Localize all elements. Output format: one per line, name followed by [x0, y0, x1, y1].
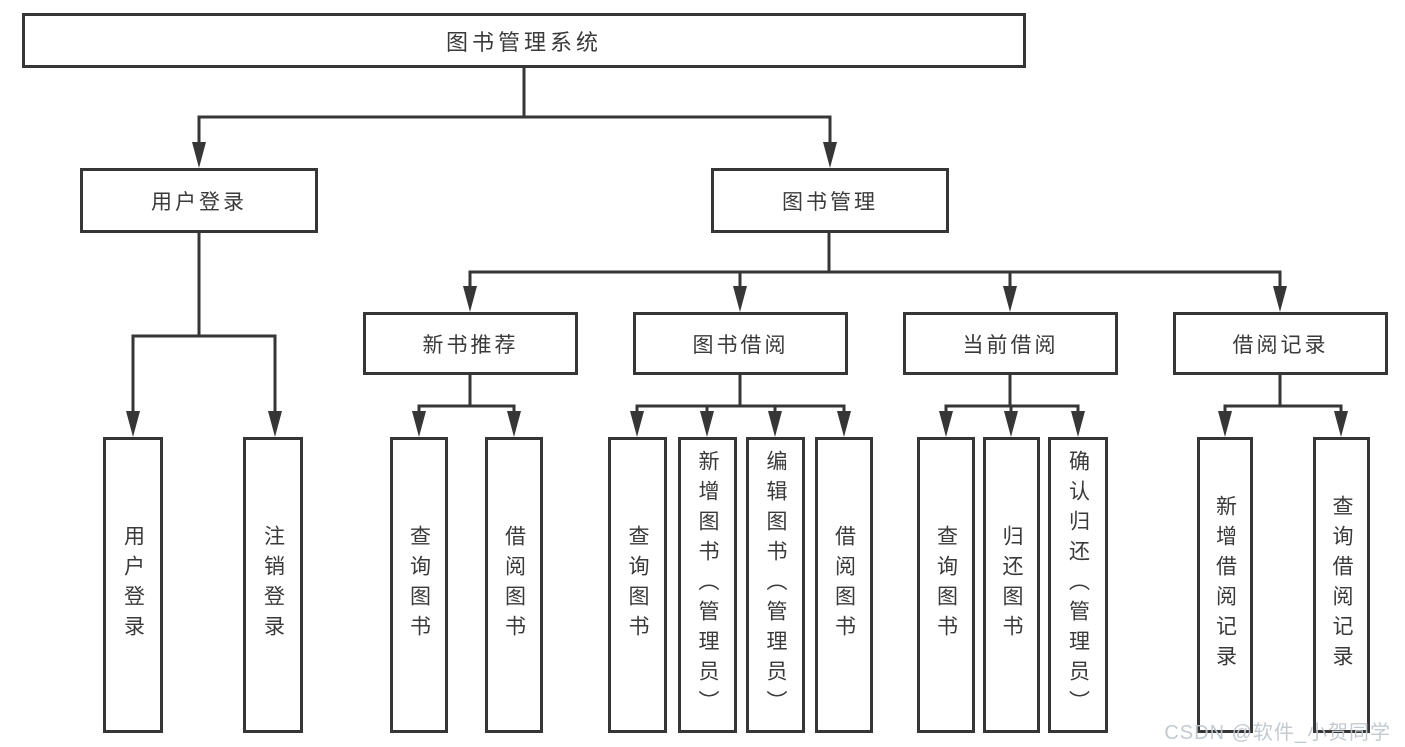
node-label: 用户登录	[121, 525, 145, 645]
node-label: 新增借阅记录	[1213, 495, 1237, 675]
node-label: 查询借阅记录	[1330, 495, 1353, 675]
node-label: 查询图书	[934, 525, 958, 645]
node-label: 新增图书（管理员）	[696, 450, 719, 720]
node-leaf-query-borrow-record: 查询借阅记录	[1313, 437, 1370, 733]
node-label: 编辑图书（管理员）	[764, 450, 787, 720]
node-label: 当前借阅	[962, 333, 1059, 357]
node-leaf-edit-book-admin: 编辑图书（管理员）	[746, 437, 805, 733]
node-label: 查询图书	[407, 525, 431, 645]
node-label: 图书借阅	[692, 333, 789, 357]
node-label: 归还图书	[1000, 525, 1023, 645]
node-leaf-borrow-books-2: 借阅图书	[815, 437, 873, 733]
node-leaf-query-books-1: 查询图书	[390, 437, 448, 733]
node-label: 注销登录	[261, 525, 285, 645]
node-leaf-query-books-2: 查询图书	[608, 437, 667, 733]
node-current-borrowing: 当前借阅	[903, 312, 1118, 375]
node-leaf-logout: 注销登录	[243, 437, 303, 733]
node-label: 确认归还（管理员）	[1066, 450, 1090, 720]
node-leaf-add-borrow-record: 新增借阅记录	[1197, 437, 1253, 733]
node-label: 借阅图书	[502, 525, 526, 645]
node-user-login: 用户登录	[80, 168, 318, 233]
node-label: 图书管理	[782, 190, 878, 214]
node-leaf-confirm-return-admin: 确认归还（管理员）	[1048, 437, 1108, 733]
node-borrowing-records: 借阅记录	[1173, 312, 1388, 375]
node-label: 借阅记录	[1232, 333, 1329, 357]
node-book-management: 图书管理	[711, 168, 949, 233]
node-leaf-borrow-books-1: 借阅图书	[485, 437, 543, 733]
node-label: 用户登录	[151, 190, 247, 214]
node-label: 借阅图书	[832, 525, 856, 645]
node-leaf-return-books: 归还图书	[983, 437, 1040, 733]
node-leaf-add-book-admin: 新增图书（管理员）	[678, 437, 737, 733]
node-new-book-recommend: 新书推荐	[363, 312, 578, 375]
node-library-system: 图书管理系统	[22, 13, 1026, 68]
node-leaf-user-login: 用户登录	[103, 437, 163, 733]
node-book-borrowing: 图书借阅	[633, 312, 848, 375]
node-label: 新书推荐	[422, 333, 519, 357]
node-label: 图书管理系统	[445, 29, 602, 55]
node-label: 查询图书	[626, 525, 649, 645]
csdn-watermark: CSDN @软件_小贺同学	[1164, 722, 1391, 744]
node-leaf-query-books-3: 查询图书	[917, 437, 975, 733]
